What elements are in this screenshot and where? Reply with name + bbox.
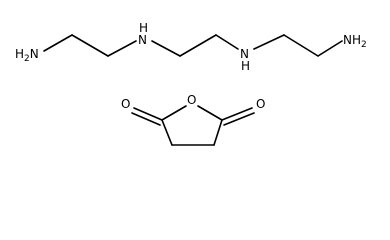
amine-right-label: NH2 xyxy=(343,33,367,50)
carbonyl-left-bond-a xyxy=(133,107,163,121)
bond-c3-c4 xyxy=(179,34,217,57)
bond-c4-nh2 xyxy=(215,34,239,50)
carbonyl-oxygen-right-label: O xyxy=(256,97,265,111)
carbonyl-right-bond-b xyxy=(223,112,255,126)
bond-c2-nh1 xyxy=(107,40,137,57)
secondary-amine-2: N H xyxy=(240,47,250,73)
bond-c6-nh2 xyxy=(317,40,343,57)
chemical-structure-canvas: H2N N H N H NH2 O O O xyxy=(15,21,367,146)
bond-c-right-ch2 xyxy=(213,119,223,146)
triethylenetetramine-structure: H2N N H N H NH2 xyxy=(15,21,367,73)
secondary-amine-1: N H xyxy=(138,21,148,47)
bond-nh2-c5 xyxy=(253,34,285,50)
amine-left-label: H2N xyxy=(15,47,39,64)
succinic-anhydride-structure: O O O xyxy=(121,93,265,146)
bond-o-c-left xyxy=(161,105,187,121)
bond-o-c-right xyxy=(197,105,223,121)
bond-c1-c2 xyxy=(71,34,109,57)
svg-text:NH2: NH2 xyxy=(343,33,367,50)
nh1-n-label: N xyxy=(138,33,147,47)
bond-c-left-ch2 xyxy=(161,119,173,146)
carbonyl-right-bond-a xyxy=(221,107,253,121)
nh2-n-label: N xyxy=(240,47,249,61)
bond-h2n-c1 xyxy=(43,34,73,52)
nh2-h-label: H xyxy=(241,59,250,73)
svg-text:H2N: H2N xyxy=(15,47,39,64)
bond-c5-c6 xyxy=(283,34,319,57)
ring-oxygen-label: O xyxy=(187,93,196,107)
carbonyl-oxygen-left-label: O xyxy=(121,97,130,111)
bond-nh1-c3 xyxy=(151,40,181,57)
nh1-h-label: H xyxy=(139,21,148,35)
carbonyl-left-bond-b xyxy=(131,112,161,126)
